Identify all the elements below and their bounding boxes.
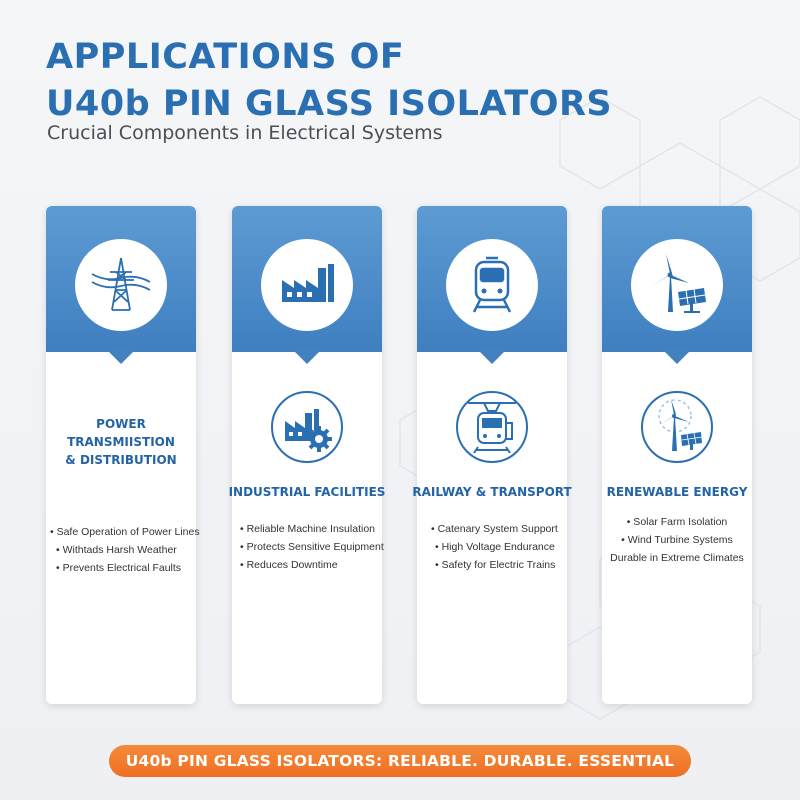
bullet-item: • Withtads Harsh Weather bbox=[56, 544, 177, 556]
card-bullet-list: • Solar Farm Isolation • Wind Turbine Sy… bbox=[602, 513, 752, 567]
card-industrial-facilities: INDUSTRIAL FACILITIES • Reliable Machine… bbox=[229, 206, 385, 704]
icon-circle bbox=[631, 239, 723, 331]
card-notch bbox=[663, 350, 691, 364]
card-notch bbox=[107, 350, 135, 364]
card-bullet-list: • Reliable Machine Insulation • Protects… bbox=[240, 520, 390, 574]
icon-circle bbox=[446, 239, 538, 331]
wind-solar-outline-icon bbox=[641, 391, 713, 463]
card-railway-transport: RAILWAY & TRANSPORT • Catenary System Su… bbox=[412, 206, 572, 704]
bullet-item: • Protects Sensitive Equipment bbox=[240, 541, 384, 553]
wind-solar-icon bbox=[652, 254, 706, 313]
card-title-line-2: TRANSMIISTION bbox=[67, 435, 175, 449]
bullet-item: • Prevents Electrical Faults bbox=[56, 562, 182, 574]
card-renewable-energy: RENEWABLE ENERGY • Solar Farm Isolation … bbox=[602, 206, 752, 704]
bullet-item: • Reliable Machine Insulation bbox=[240, 523, 376, 535]
card-header bbox=[232, 206, 382, 352]
factory-gear-icon bbox=[271, 391, 343, 463]
train-icon bbox=[472, 256, 512, 313]
card-notch bbox=[293, 350, 321, 364]
electric-train-icon bbox=[456, 391, 528, 463]
transmission-tower-icon bbox=[91, 257, 151, 311]
bullet-item: Durable in Extreme Climates bbox=[610, 552, 744, 564]
card-header bbox=[417, 206, 567, 352]
icon-circle bbox=[261, 239, 353, 331]
card-title: POWER TRANSMIISTION & DISTRIBUTION bbox=[50, 415, 192, 469]
factory-icon bbox=[282, 264, 334, 302]
card-header bbox=[602, 206, 752, 352]
card-power-transmission: POWER TRANSMIISTION & DISTRIBUTION • Saf… bbox=[46, 206, 200, 704]
card-title-line-1: POWER bbox=[96, 417, 146, 431]
card-notch bbox=[478, 350, 506, 364]
page-title: APPLICATIONS OF U40b PIN GLASS ISOLATORS bbox=[46, 34, 612, 128]
bullet-item: • Reduces Downtime bbox=[240, 559, 338, 571]
card-header bbox=[46, 206, 196, 352]
card-bullet-list: • Catenary System Support • High Voltage… bbox=[431, 520, 581, 574]
card-title: RENEWABLE ENERGY bbox=[606, 485, 748, 499]
card-title-line-3: & DISTRIBUTION bbox=[65, 453, 177, 467]
bullet-item: • Safe Operation of Power Lines bbox=[50, 526, 200, 538]
footer-banner: U40b PIN GLASS ISOLATORS: RELIABLE. DURA… bbox=[109, 745, 691, 777]
bullet-item: • High Voltage Endurance bbox=[435, 541, 555, 553]
card-bullet-list: • Safe Operation of Power Lines • Withta… bbox=[50, 523, 200, 577]
title-line-2: U40b PIN GLASS ISOLATORS bbox=[46, 84, 613, 124]
card-title: RAILWAY & TRANSPORT bbox=[412, 485, 572, 499]
card-title: INDUSTRIAL FACILITIES bbox=[228, 485, 386, 499]
page-subtitle: Crucial Components in Electrical Systems bbox=[47, 122, 443, 144]
bullet-item: • Solar Farm Isolation bbox=[626, 516, 728, 528]
bullet-item: • Wind Turbine Systems bbox=[621, 534, 733, 546]
icon-circle bbox=[75, 239, 167, 331]
bullet-item: • Safety for Electric Trains bbox=[435, 559, 556, 571]
bullet-item: • Catenary System Support bbox=[431, 523, 558, 535]
title-line-1: APPLICATIONS OF bbox=[46, 37, 405, 77]
